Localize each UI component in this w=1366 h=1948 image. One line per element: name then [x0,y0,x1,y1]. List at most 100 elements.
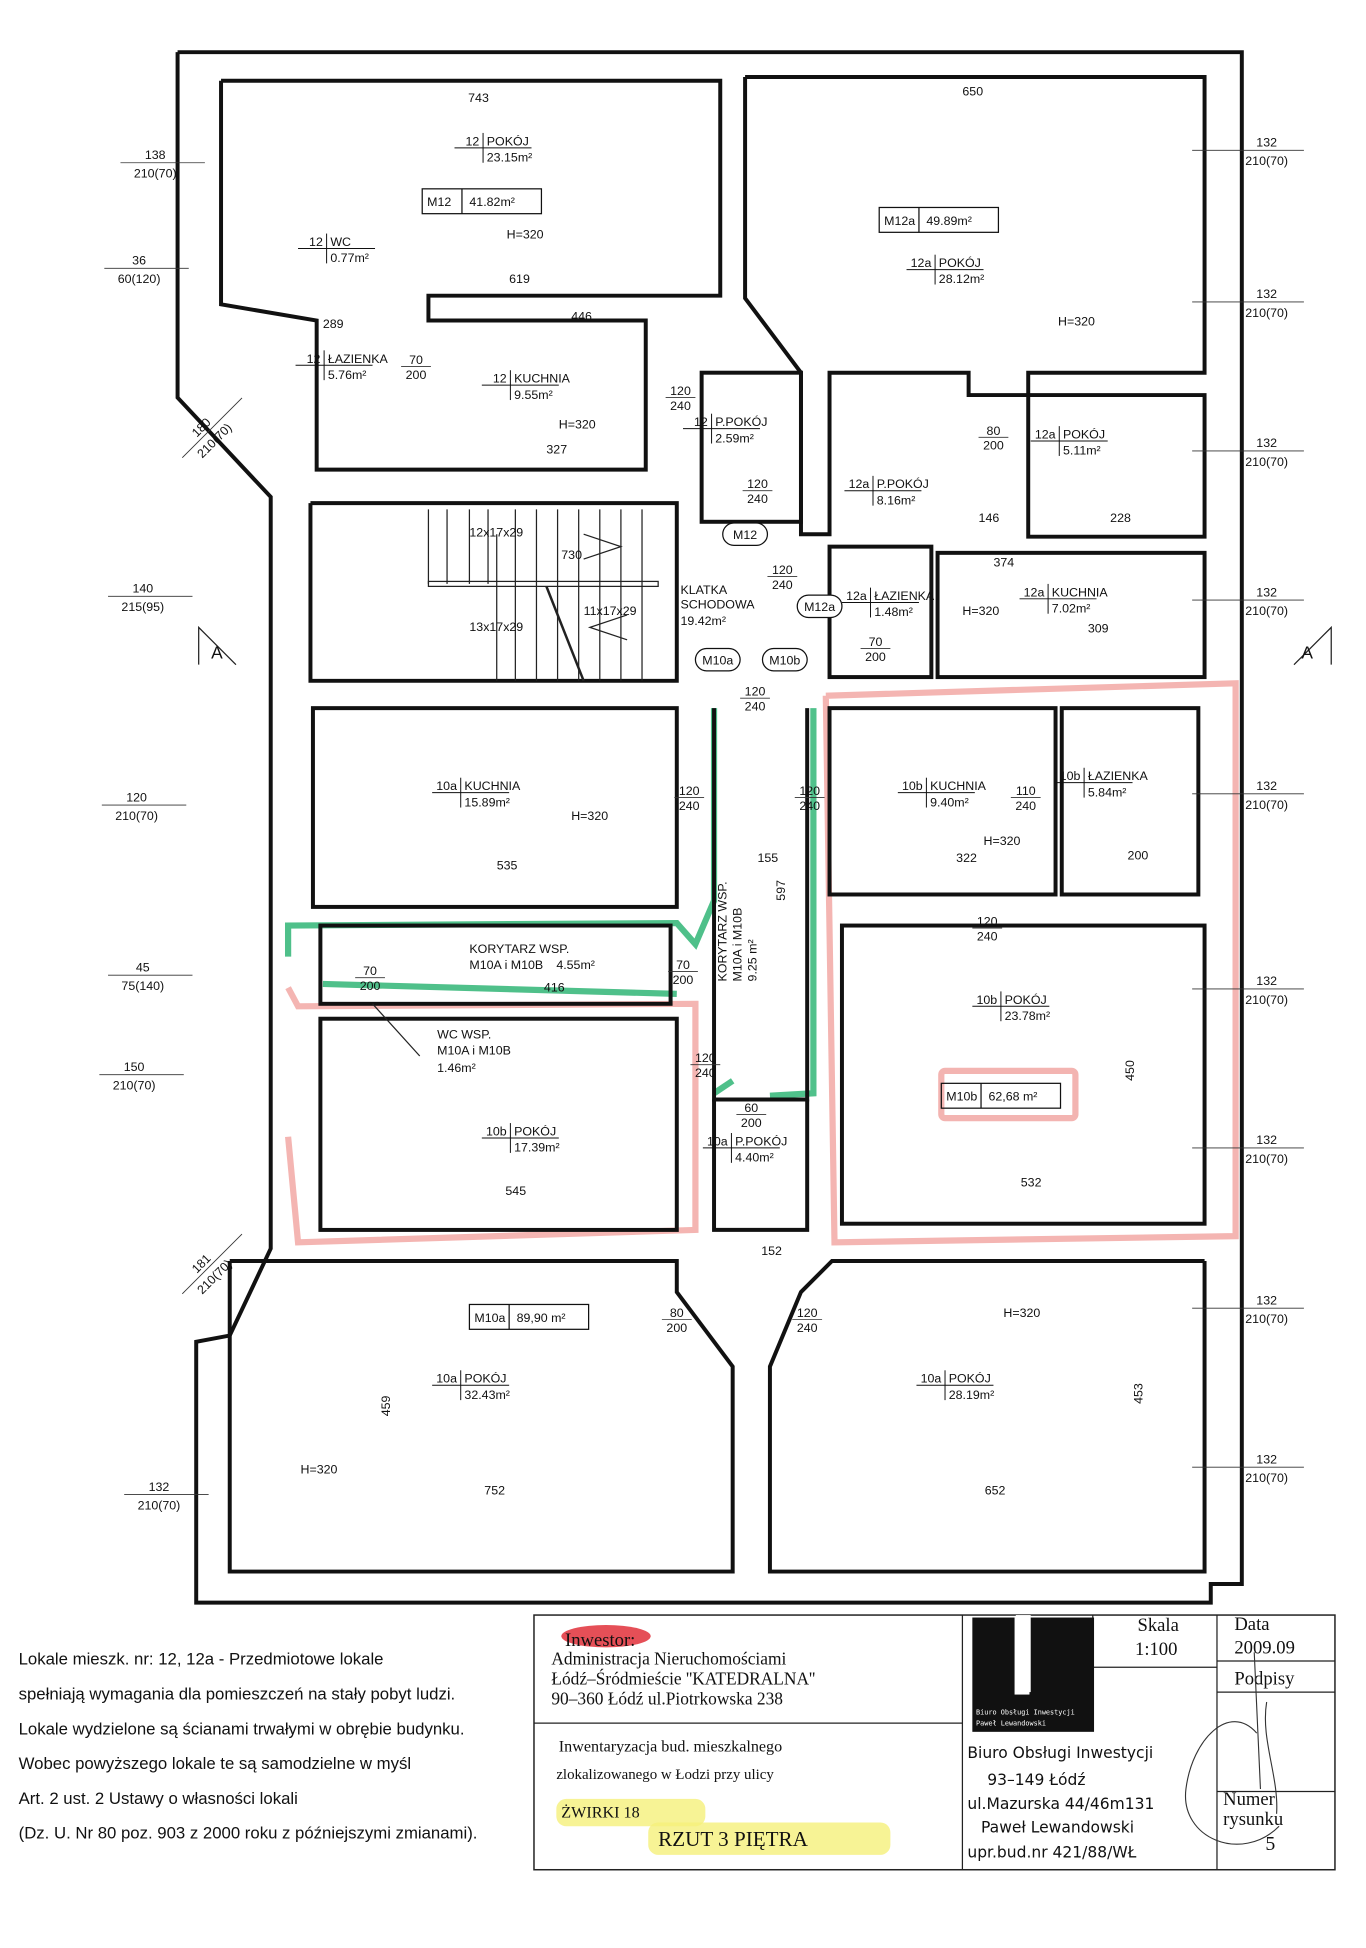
shared-corridor-small-label: KORYTARZ WSP. M10A i M10B 4.55m² [469,942,595,972]
room-unit: 12a [846,589,867,603]
stair-spec: 12x17x29 [469,526,523,540]
room-area: 32.43m² [464,1388,510,1402]
room-name: POKÓJ [949,1371,991,1386]
staircase-name: KLATKA [681,583,728,597]
office-line: Biuro Obsługi Inwestycji [967,1744,1153,1762]
dimension-value: 416 [544,980,565,994]
dimension-value: 309 [1088,621,1109,635]
window-height: 210(70) [134,167,177,181]
unit-tag: M12a [796,594,843,619]
window-width: 138 [145,148,166,162]
note-line: Art. 2 ust. 2 Ustawy o własności lokali [19,1789,298,1808]
door-height: 240 [772,578,793,592]
room-area: 9.40m² [930,795,969,809]
ceiling-height: H=320 [559,418,596,432]
door-width: 70 [869,635,883,649]
room-name: POKÓJ [514,1124,556,1139]
door-height: 240 [679,799,700,813]
drawing-title: RZUT 3 PIĘTRA [658,1827,808,1851]
window-width: 132 [1256,287,1277,301]
room-area: 8.16m² [877,493,916,507]
door-height: 200 [673,973,694,987]
room-area: 28.19m² [949,1388,995,1402]
window-height: 215(95) [121,600,164,614]
street-name: ŻWIRKI 18 [561,1804,639,1822]
label-line: KORYTARZ WSP. [715,881,729,981]
window-height: 210(70) [115,809,158,823]
section-marker-label: A [211,642,223,662]
stair-spec: 13x17x29 [469,620,523,634]
window-width: 132 [1256,1293,1277,1307]
door-height: 240 [695,1066,716,1080]
door-height: 200 [406,368,427,382]
dimension-value: 752 [484,1484,505,1498]
room-area: 5.84m² [1088,785,1127,799]
red-highlight [561,1624,651,1648]
room-name: ŁAZIENKA [874,589,935,603]
door-height: 200 [865,650,886,664]
room-unit: 10a [707,1134,728,1148]
window-labels: 138210(70)3660(120)180210(70)140215(95)1… [99,136,1304,1512]
room-unit: 12a [849,477,870,491]
section-marker-left: A [198,625,237,666]
staircase-steps [427,509,659,682]
window-height: 210(70) [138,1498,181,1512]
box-frame [468,1303,590,1330]
dimension-value: 597 [774,880,788,901]
room-name: P.POKÓJ [877,476,929,491]
room-unit: 12 [493,372,507,386]
unit-tag-label: M10b [769,654,800,668]
window-height: 210(70) [1245,1471,1288,1485]
room-unit: 10b [486,1125,507,1139]
dimension-value: 152 [761,1244,782,1258]
ceiling-height: H=320 [962,604,999,618]
door-height: 240 [797,1321,818,1335]
dimension-value: 327 [546,442,567,456]
door-width: 80 [670,1306,684,1320]
window-height: 210(70) [1245,306,1288,320]
investor-line: Administracja Nieruchomościami [551,1650,786,1669]
window-height: 210(70) [1245,798,1288,812]
drawing-number-label: Numer [1223,1789,1276,1810]
dimension-value: 743 [468,91,489,105]
door-width: 120 [670,384,691,398]
investor-label: Inwestor: [565,1630,635,1651]
dimension-value: 155 [758,851,779,865]
window-width: 132 [1256,436,1277,450]
room-unit: 10a [436,779,457,793]
staircase-label: KLATKA SCHODOWA 19.42m² [681,583,756,628]
drawing-number: 5 [1265,1833,1275,1855]
room-unit: 12 [307,352,321,366]
description-line: Inwentaryzacja bud. mieszkalnego [559,1739,782,1756]
note-line: Wobec powyższego lokale te są samodzieln… [19,1754,411,1773]
dimension-value: 532 [1021,1175,1042,1189]
room-unit: 10a [921,1372,942,1386]
yellow-highlight [556,1798,706,1827]
tag-outline [796,594,843,619]
logo-text: Paweł Lewandowski [976,1720,1046,1728]
room-area: 1.48m² [874,605,913,619]
room-name: KUCHNIA [1052,585,1109,599]
unit-number: M12 [427,195,451,209]
unit-area: 89,90 m² [517,1311,566,1325]
box-frame [421,188,543,215]
room-unit: 12a [911,256,932,270]
room-name: POKÓJ [939,255,981,270]
